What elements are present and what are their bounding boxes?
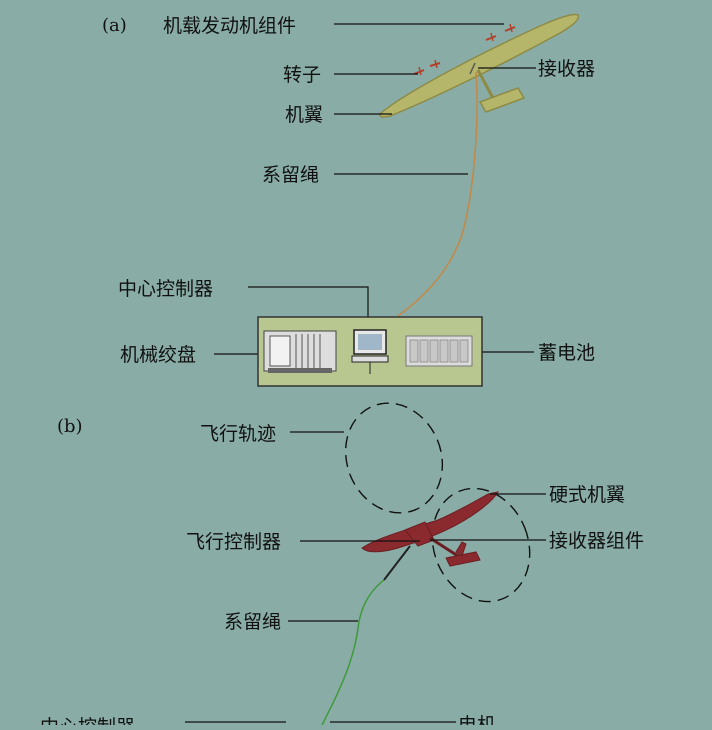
leaders-b: [185, 431, 546, 723]
panel-b-tag: (b): [57, 416, 83, 437]
panel-a-tag: (a): [102, 15, 127, 36]
label-tether-a: 系留绳: [262, 164, 319, 186]
glider-a: [379, 13, 580, 118]
tether-b: [321, 579, 385, 726]
boom-b: [429, 536, 459, 558]
trajectory-lower: [431, 487, 531, 603]
label-battery: 蓄电池: [538, 342, 595, 364]
label-winch: 机械绞盘: [120, 344, 196, 366]
rotor-right-icon: [485, 23, 516, 42]
label-tether-b: 系留绳: [224, 611, 281, 633]
battery-icon: [405, 335, 473, 367]
glider-boom: [476, 69, 496, 101]
ground-station-a: [257, 316, 483, 387]
label-trajectory: 飞行轨迹: [200, 423, 276, 445]
trajectory-upper: [344, 402, 444, 514]
fin-b: [455, 541, 467, 557]
label-controller-b: 中心控制器: [40, 716, 135, 725]
rotor-left-icon: [413, 59, 441, 76]
aircraft-b: [361, 491, 500, 567]
label-engine: 机载发动机组件: [163, 15, 296, 37]
computer-icon: [351, 329, 389, 374]
tether-a: [397, 71, 478, 317]
label-flight-controller: 飞行控制器: [186, 531, 281, 553]
label-receiver-assembly: 接收器组件: [549, 530, 644, 552]
label-motor: 电机: [458, 714, 496, 725]
tail-b: [445, 551, 481, 567]
label-rigid-wing: 硬式机翼: [549, 484, 625, 506]
glider-wing-shape: [379, 13, 580, 118]
label-rotor: 转子: [283, 64, 321, 86]
tether-b-bridle: [383, 545, 411, 581]
glider-tail: [478, 87, 526, 113]
receiver-marker: [469, 62, 476, 75]
label-receiver: 接收器: [538, 58, 595, 80]
leaders-a: [214, 23, 536, 355]
label-wing: 机翼: [285, 104, 323, 126]
label-controller-a: 中心控制器: [118, 278, 213, 300]
winch-icon: [263, 330, 337, 373]
rigid-wing-shape: [361, 491, 500, 553]
